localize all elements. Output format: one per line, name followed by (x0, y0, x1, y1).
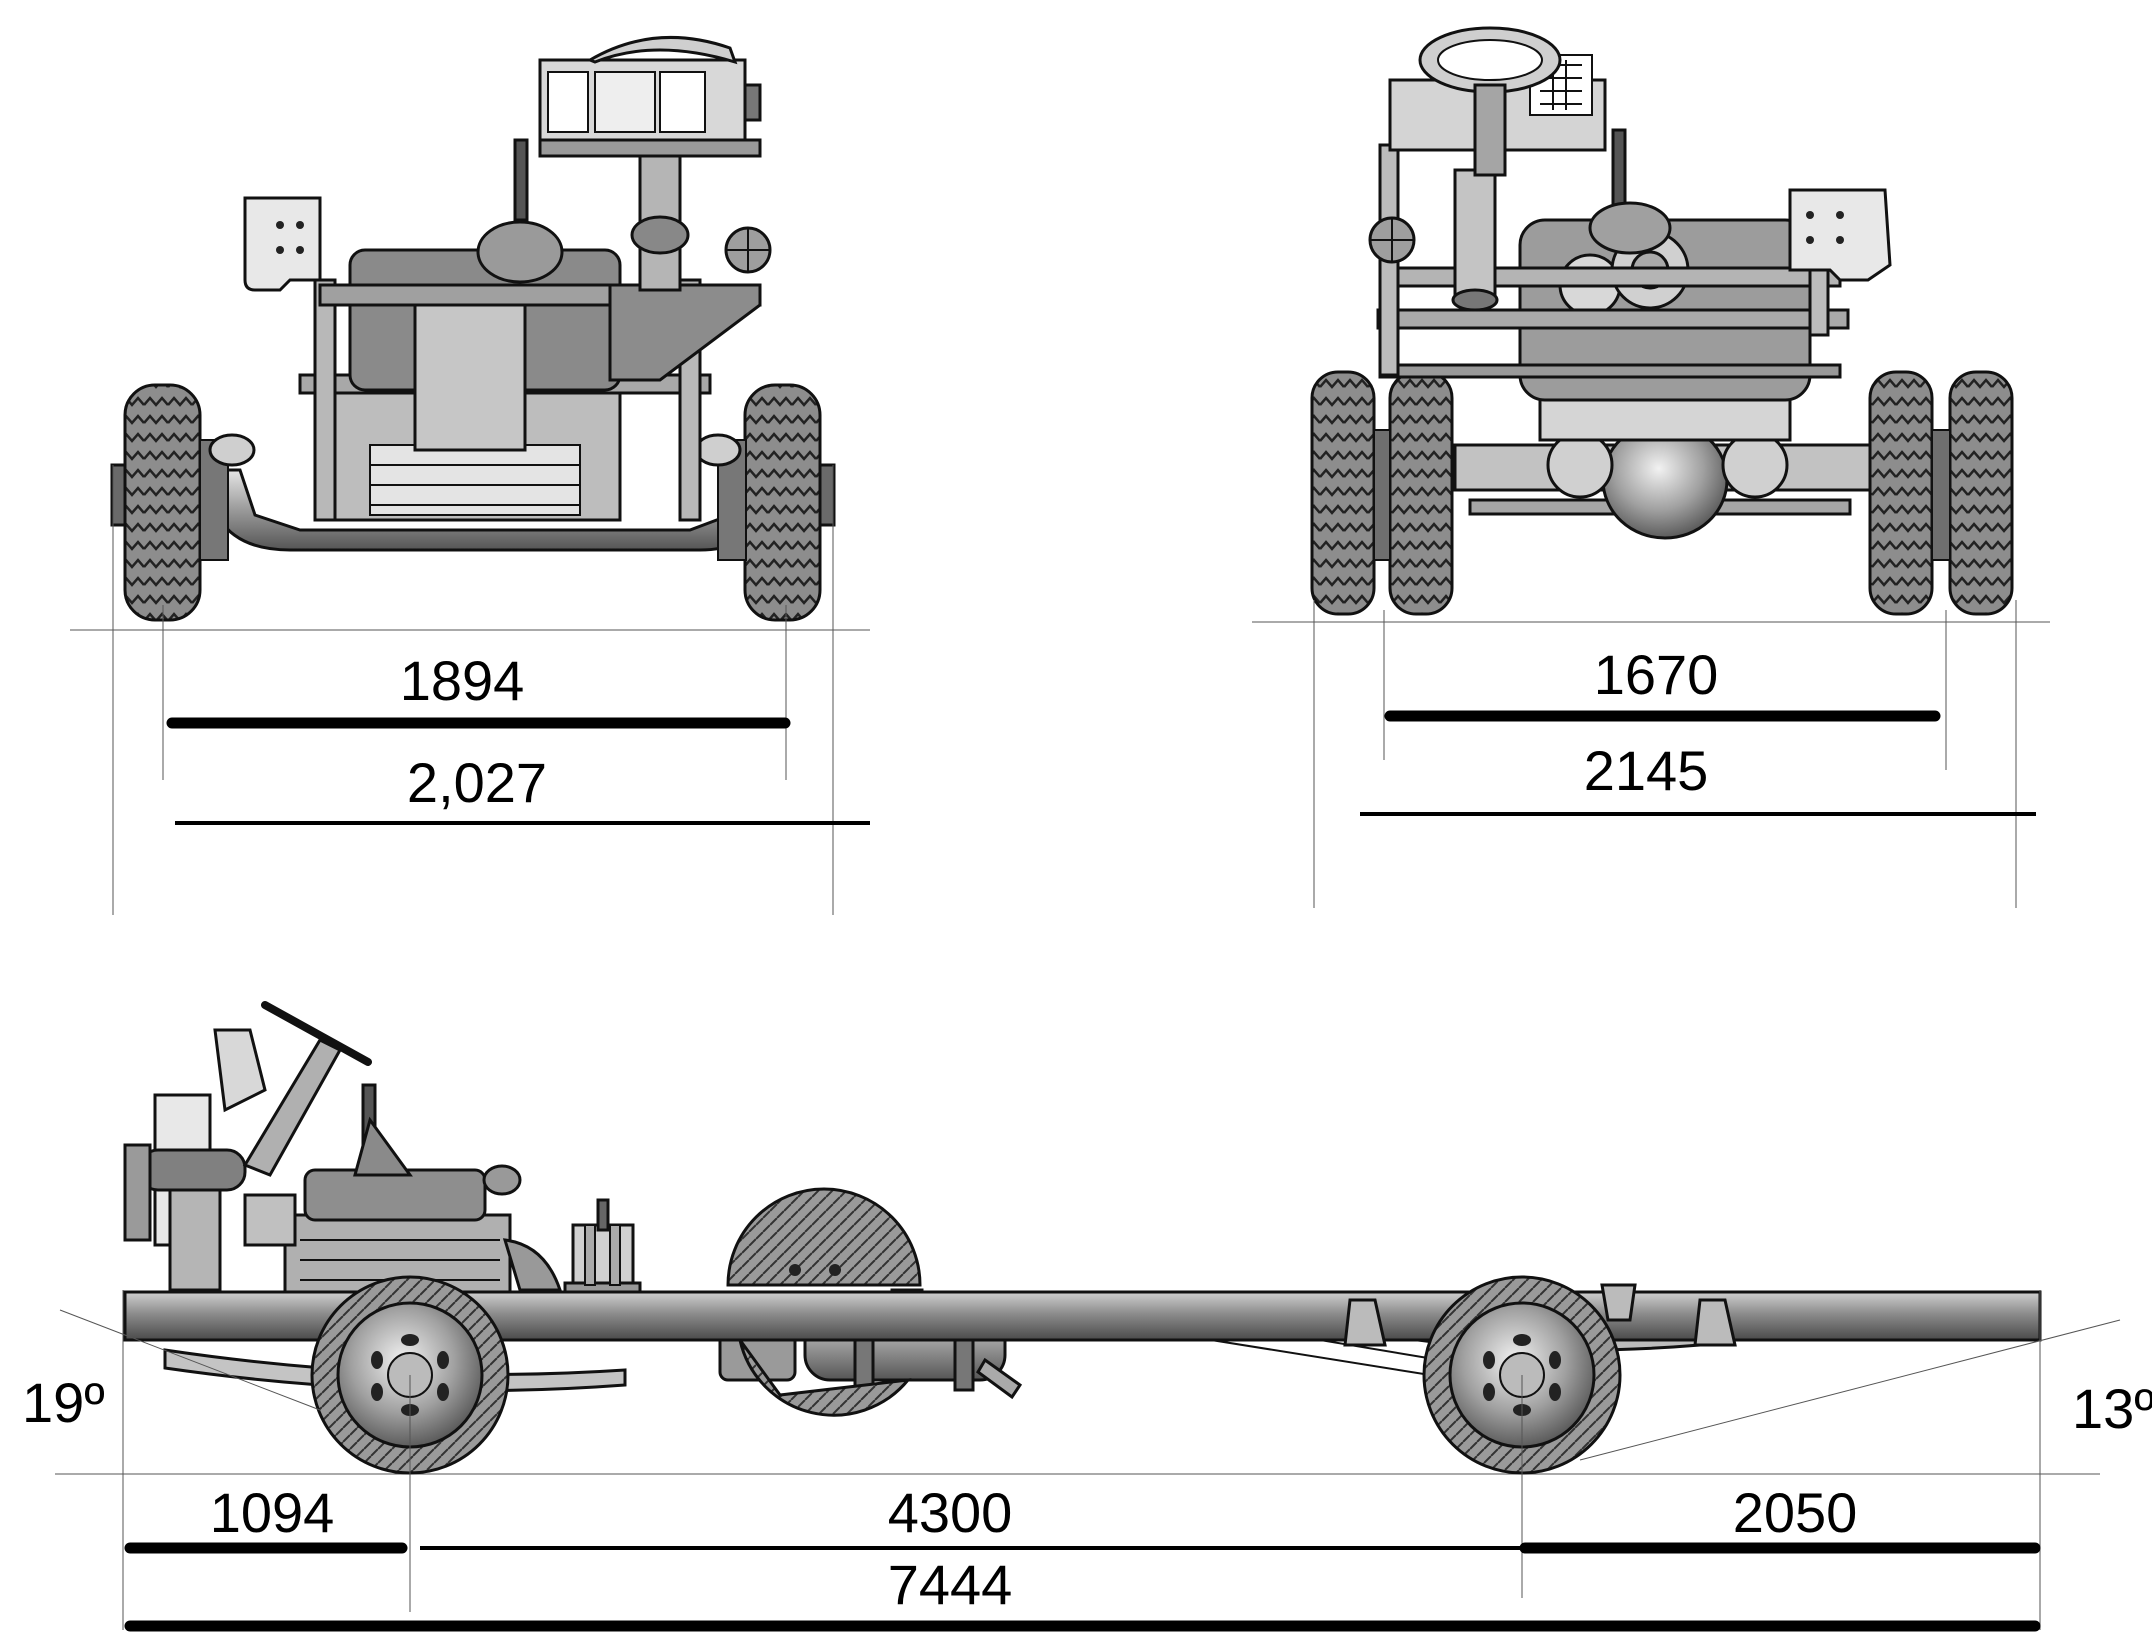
side-departure-angle-line (1579, 1319, 2121, 1461)
side-wheelbase-label: 4300 (888, 1481, 1013, 1544)
rear-left-dual-tires (1310, 370, 1454, 616)
front-track-outer-label: 2,027 (407, 751, 547, 814)
front-right-bump-stop (694, 433, 742, 467)
front-seat-bracket (243, 196, 322, 292)
front-left-bump-stop (208, 433, 256, 467)
front-track-inner-label: 1894 (400, 649, 525, 712)
side-steering-column (242, 1038, 343, 1177)
front-left-tire (110, 383, 229, 622)
front-view: 1894 2,027 (70, 35, 870, 915)
side-spare-wheel (726, 1187, 922, 1417)
rear-right-dual-tires (1868, 370, 2014, 616)
side-rear-overhang-label: 2050 (1733, 1481, 1858, 1544)
side-departure-angle-label: 13º (2072, 1377, 2152, 1440)
side-approach-angle-label: 19º (22, 1371, 105, 1434)
side-front-overhang-label: 1094 (210, 1481, 335, 1544)
side-view: 19º 13º 1094 4300 2050 7444 (22, 1001, 2152, 1632)
rear-track-outer-label: 2145 (1584, 739, 1709, 802)
rear-track-inner-label: 1670 (1594, 643, 1719, 706)
side-air-filter (563, 1198, 642, 1297)
side-overall-length-label: 7444 (888, 1553, 1013, 1616)
rear-view: 1670 2145 (1252, 26, 2050, 908)
front-right-tire (717, 383, 836, 622)
rear-seat-bracket (1788, 188, 1892, 282)
front-steering-wheel (586, 35, 738, 65)
rear-frame-crossmember (1376, 308, 1850, 330)
side-steering-wheel (261, 1001, 372, 1066)
side-approach-angle-line (59, 1309, 321, 1411)
